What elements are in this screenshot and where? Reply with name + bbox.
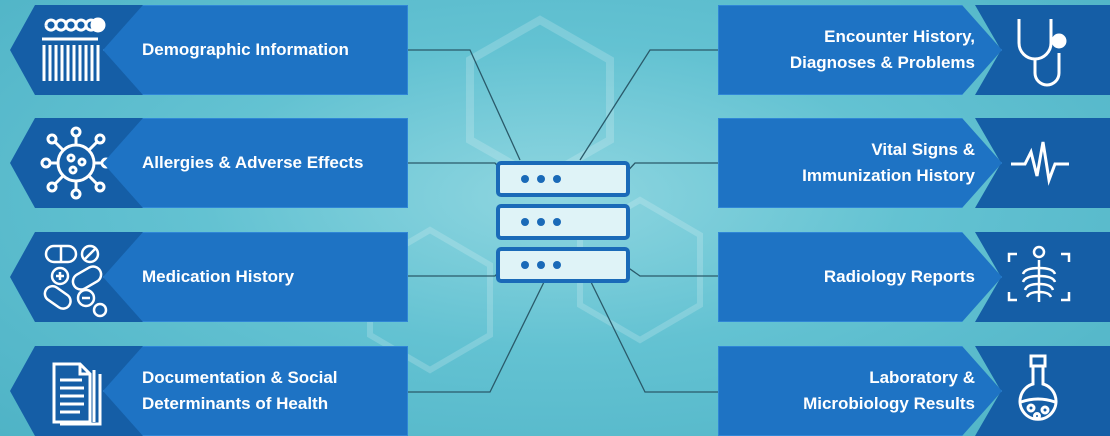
connector-line — [589, 279, 722, 393]
card-allergies-adverse-effects: Allergies & Adverse Effects — [0, 118, 410, 208]
connector-line — [408, 279, 546, 393]
card-label: Allergies & Adverse Effects — [103, 118, 408, 208]
card-label: Radiology Reports — [718, 232, 1002, 322]
card-laboratory-microbiology: Laboratory & Microbiology Results — [722, 346, 1110, 436]
server-stack-icon — [496, 161, 630, 283]
card-label: Laboratory & Microbiology Results — [718, 346, 1002, 436]
card-radiology-reports: Radiology Reports — [722, 232, 1110, 322]
card-label: Demographic Information — [103, 5, 408, 95]
card-demographic-information: Demographic Information — [0, 5, 410, 95]
card-documentation-social-determinants: Documentation & Social Determinants of H… — [0, 346, 410, 436]
card-medication-history: Medication History — [0, 232, 410, 322]
connector-line — [408, 49, 521, 161]
card-label: Vital Signs & Immunization History — [718, 118, 1002, 208]
connector-line — [579, 49, 722, 161]
card-label: Documentation & Social Determinants of H… — [103, 346, 408, 436]
card-vital-signs: Vital Signs & Immunization History — [722, 118, 1110, 208]
card-encounter-history: Encounter History, Diagnoses & Problems — [722, 5, 1110, 95]
card-label: Medication History — [103, 232, 408, 322]
card-label: Encounter History, Diagnoses & Problems — [718, 5, 1002, 95]
